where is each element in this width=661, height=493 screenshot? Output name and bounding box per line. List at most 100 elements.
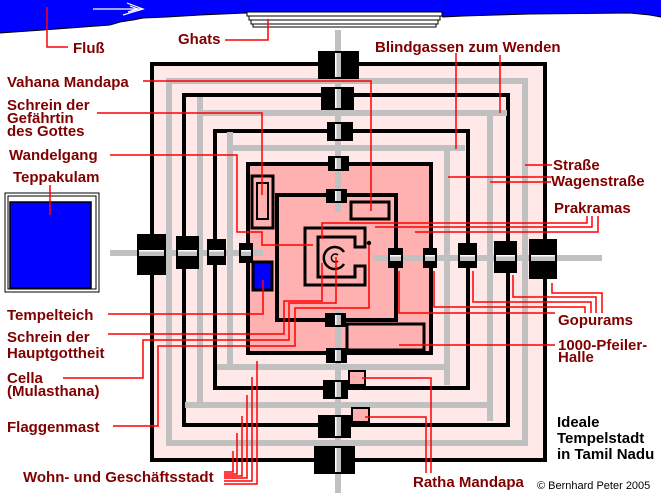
thousand-pillar-hall xyxy=(345,322,426,352)
gopuram-west-3 xyxy=(207,239,226,265)
label-wandelgang: Wandelgang xyxy=(9,147,98,164)
label-line: (Mulasthana) xyxy=(7,383,100,400)
gopuram-passage xyxy=(335,382,341,397)
gopuram-passage-highlight xyxy=(335,417,337,436)
title-line: in Tamil Nadu xyxy=(557,446,654,463)
gopuram-passage xyxy=(531,255,555,261)
gopuram-passage xyxy=(335,89,341,108)
gopuram-east-5 xyxy=(388,248,403,268)
ghats-steps xyxy=(246,11,443,28)
gopuram-east-4 xyxy=(423,248,437,268)
ghat-step-1 xyxy=(246,11,443,17)
gopuram-passage xyxy=(335,124,341,139)
gopuram-west-4 xyxy=(239,243,253,263)
labels: Fluß Ghats Blindgassen zum Wenden Vahana… xyxy=(7,31,654,492)
gopuram-passage xyxy=(209,250,224,256)
copyright-credit: © Bernhard Peter 2005 xyxy=(537,480,650,492)
leader-fluss xyxy=(46,7,68,48)
cella-ambulatory-walls xyxy=(303,226,367,287)
gopuram-south-3 xyxy=(323,380,348,399)
leader-tempelteich xyxy=(108,280,264,315)
gopuram-passage-highlight xyxy=(139,250,164,252)
leader-lines xyxy=(46,7,603,485)
gopuram-passage-highlight xyxy=(335,158,337,169)
gopuram-passage xyxy=(335,417,341,436)
label-blindgassen: Blindgassen zum Wenden xyxy=(375,39,561,56)
gopuram-passage-highlight xyxy=(335,315,337,325)
gopuram-west-1 xyxy=(137,234,166,275)
leader-schrein-gefaehrtin xyxy=(97,112,263,195)
gopuram-passage-highlight xyxy=(335,89,337,108)
gopuram-passage-highlight xyxy=(496,255,515,257)
leader-gopuram-2 xyxy=(512,275,597,313)
gopuram-passage xyxy=(335,158,341,169)
gopuram-passage xyxy=(335,315,341,325)
label-schrein-hauptgottheit: Schrein der Hauptgottheit xyxy=(7,329,104,362)
gopuram-passage-highlight xyxy=(335,124,337,139)
gopuram-passage-highlight xyxy=(460,255,475,257)
gopuram-passage xyxy=(241,250,251,256)
label-line: Halle xyxy=(558,349,594,366)
diagram-title: Ideale Tempelstadt in Tamil Nadu xyxy=(557,414,654,463)
label-line: Gefährtin xyxy=(7,110,74,127)
label-ghats: Ghats xyxy=(178,31,221,48)
gopuram-north-3 xyxy=(327,122,353,141)
leader-ratha-mandapa-2 xyxy=(365,416,427,473)
leader-prakrama-1 xyxy=(321,216,588,239)
title-line: Tempelstadt xyxy=(557,430,644,447)
teppakulam-tank xyxy=(4,192,100,293)
leader-wohnstadt-3 xyxy=(224,416,243,477)
leader-wohnstadt-2 xyxy=(224,433,238,475)
leader-prakrama-3 xyxy=(415,216,599,233)
leader-vahana-mandapa xyxy=(143,80,372,211)
ghat-step-2 xyxy=(248,15,441,21)
gopuram-north-5 xyxy=(326,189,347,203)
gopurams-group xyxy=(137,51,557,474)
gopuram-passage xyxy=(178,250,197,256)
leader-wohnstadt-4 xyxy=(224,395,248,479)
temple-city xyxy=(110,30,602,493)
leader-ghats xyxy=(225,19,269,41)
gopuram-south-2 xyxy=(318,415,351,438)
label-line: Schrein der xyxy=(7,329,90,346)
gopuram-passage-highlight xyxy=(241,250,251,252)
gopuram-passage-highlight xyxy=(335,382,337,397)
label-line: Cella xyxy=(7,370,44,387)
label-cella: Cella (Mulasthana) xyxy=(7,370,100,400)
gopuram-passage xyxy=(335,53,341,77)
gopuram-passage-highlight xyxy=(531,255,555,257)
gopuram-body xyxy=(314,446,355,474)
river xyxy=(0,0,661,34)
gopuram-passage-highlight xyxy=(178,250,197,252)
road-ring-3 xyxy=(217,132,465,385)
label-tempelteich: Tempelteich xyxy=(7,307,93,324)
gopuram-passage-highlight xyxy=(335,448,337,472)
vahana-mandapa xyxy=(349,200,391,221)
gopuram-passage xyxy=(335,448,341,472)
gopuram-east-2 xyxy=(494,241,517,273)
cella-sanctum-icon xyxy=(322,245,346,271)
ghat-step-3 xyxy=(250,19,439,25)
river-shoreline xyxy=(0,12,661,34)
leader-gopuram-1 xyxy=(551,283,603,313)
leader-wohnstadt-6 xyxy=(224,361,258,485)
gopuram-passage-highlight xyxy=(335,191,337,201)
leader-gopuram-3 xyxy=(472,271,592,313)
label-flaggenmast: Flaggenmast xyxy=(7,419,100,436)
gopuram-north-1 xyxy=(318,51,359,79)
label-pfeilerhalle: 1000-Pfeiler- Halle xyxy=(558,337,647,366)
gopuram-west-2 xyxy=(176,236,199,269)
leader-flaggenmast xyxy=(113,245,370,427)
gopuram-passage xyxy=(139,250,164,256)
leader-prakrama-2 xyxy=(375,216,593,228)
title-line: Ideale xyxy=(557,414,600,431)
gopuram-north-2 xyxy=(321,87,354,110)
gopuram-passage xyxy=(496,255,515,261)
leader-gopuram-5 xyxy=(398,271,555,314)
label-strasse: Straße xyxy=(553,157,600,174)
ratha-mandapa-2 xyxy=(351,407,370,423)
gopuram-south-4 xyxy=(326,348,347,363)
ghat-step-4 xyxy=(252,23,437,28)
flagpole-dot xyxy=(366,240,372,246)
